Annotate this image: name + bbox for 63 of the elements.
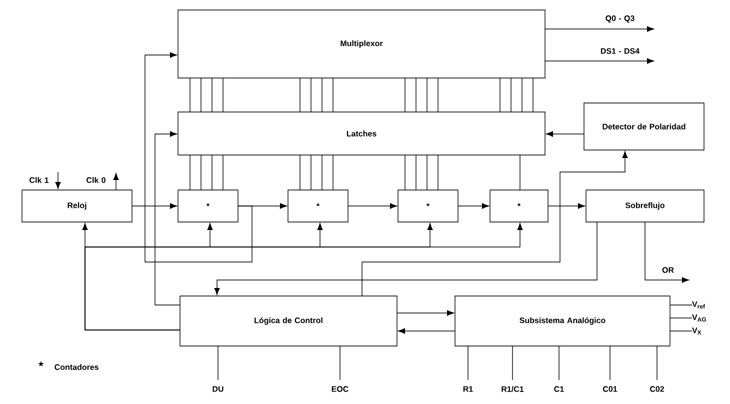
bus-line bbox=[532, 78, 534, 112]
arrow bbox=[544, 58, 654, 64]
bus-line bbox=[222, 154, 224, 190]
arrow bbox=[546, 131, 584, 137]
counter-box: * bbox=[178, 190, 238, 222]
signal-line bbox=[670, 304, 692, 306]
counter-box: * bbox=[490, 190, 548, 222]
bus-line bbox=[310, 154, 312, 190]
signal-label: DS1 - DS4 bbox=[600, 48, 640, 54]
bus-line bbox=[404, 154, 406, 190]
signal-line bbox=[558, 346, 560, 380]
signal-line bbox=[670, 330, 692, 332]
arrow bbox=[144, 52, 252, 262]
overflow-box: Sobreflujo bbox=[586, 190, 704, 222]
arrow bbox=[55, 172, 61, 189]
signal-line bbox=[656, 346, 658, 380]
signal-label: C01 bbox=[603, 386, 618, 392]
signal-line bbox=[512, 346, 513, 380]
signal-label: Clk 1 bbox=[30, 177, 49, 183]
control-logic-box: Lógica de Control bbox=[180, 296, 398, 346]
arrow bbox=[644, 222, 689, 283]
signal-label: R1 bbox=[463, 386, 473, 392]
bus-line bbox=[310, 78, 312, 112]
bus-line bbox=[426, 154, 428, 190]
signal-label: V$_{X}$ bbox=[692, 328, 702, 334]
counter-box: * bbox=[288, 190, 348, 222]
signal-label: Clk 0 bbox=[86, 177, 106, 183]
arrow bbox=[132, 203, 177, 209]
bus-line bbox=[332, 78, 334, 112]
arrow bbox=[548, 203, 585, 209]
signal-label: V$_{AG}$ bbox=[692, 314, 706, 322]
signal-label: C02 bbox=[650, 386, 664, 392]
bus-line bbox=[332, 154, 334, 190]
signal-label: OR bbox=[662, 267, 674, 273]
arrow bbox=[458, 203, 489, 209]
bus-line bbox=[222, 78, 224, 112]
arrow bbox=[154, 131, 180, 306]
bus-line bbox=[200, 154, 202, 190]
arrow bbox=[396, 310, 454, 316]
bus-line bbox=[200, 78, 202, 112]
bus-line bbox=[510, 78, 512, 112]
counter-box: * bbox=[398, 190, 458, 222]
multiplexer-box: Multiplexor bbox=[178, 10, 546, 78]
signal-label: EOC bbox=[332, 386, 348, 392]
signal-label: Q0 - Q3 bbox=[606, 15, 634, 23]
arrow bbox=[362, 151, 628, 296]
bus-line bbox=[404, 78, 406, 112]
arrow bbox=[348, 203, 397, 209]
signal-label: C1 bbox=[554, 386, 564, 392]
arrow bbox=[214, 222, 598, 295]
legend-text: Contadores bbox=[54, 364, 98, 370]
arrow bbox=[84, 223, 523, 330]
latch-box: Latches bbox=[178, 112, 546, 156]
arrow bbox=[544, 26, 654, 32]
arrow bbox=[398, 328, 456, 334]
detector-box: Detector de Polaridad bbox=[584, 102, 704, 150]
analog-subsystem-box: Subsistema Analógico bbox=[454, 296, 670, 346]
bus-line bbox=[426, 78, 428, 112]
clock-box: Reloj bbox=[22, 190, 132, 222]
signal-label: DU bbox=[212, 386, 224, 392]
signal-label: R1/C1 bbox=[502, 386, 524, 392]
signal-label: V$_{ref}$ bbox=[692, 301, 706, 309]
arrow bbox=[113, 173, 119, 190]
